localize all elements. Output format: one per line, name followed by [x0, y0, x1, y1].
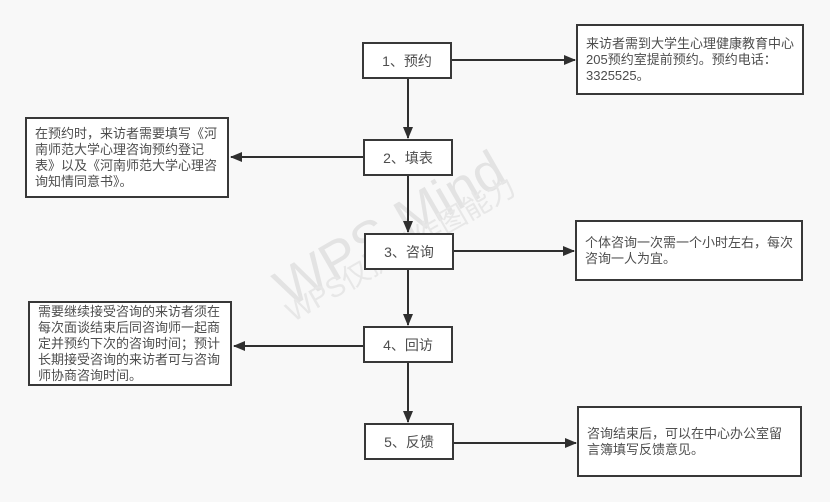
flow-step-label: 2、填表	[383, 149, 433, 166]
flow-step-fill-form: 2、填表	[363, 139, 453, 176]
note-consultation-detail: 个体咨询一次需一个小时左右，每次咨询一人为宜。	[575, 220, 803, 281]
note-feedback-detail: 咨询结束后，可以在中心办公室留言簿填写反馈意见。	[577, 406, 802, 477]
note-text: 在预约时，来访者需要填写《河南师范大学心理咨询预约登记表》以及《河南师范大学心理…	[35, 125, 218, 189]
flow-step-feedback: 5、反馈	[364, 423, 454, 460]
note-text: 个体咨询一次需一个小时左右，每次咨询一人为宜。	[585, 234, 794, 266]
note-appointment-detail: 来访者需到大学生心理健康教育中心205预约室提前预约。预约电话：3325525。	[576, 24, 804, 95]
flow-step-follow-up: 4、回访	[363, 326, 453, 363]
note-text: 咨询结束后，可以在中心办公室留言簿填写反馈意见。	[587, 425, 783, 457]
flow-step-appointment: 1、预约	[362, 42, 452, 79]
note-fill-form-detail: 在预约时，来访者需要填写《河南师范大学心理咨询预约登记表》以及《河南师范大学心理…	[25, 117, 229, 198]
flow-step-label: 3、咨询	[384, 243, 434, 260]
flow-step-consultation: 3、咨询	[364, 233, 454, 270]
flow-step-label: 4、回访	[383, 336, 433, 353]
note-text: 来访者需到大学生心理健康教育中心205预约室提前预约。预约电话：3325525。	[586, 35, 795, 83]
flow-step-label: 5、反馈	[384, 433, 434, 450]
note-text: 需要继续接受咨询的来访者须在每次面谈结束后同咨询师一起商定并预约下次的咨询时间；…	[38, 303, 221, 383]
flow-step-label: 1、预约	[382, 52, 432, 69]
note-follow-up-detail: 需要继续接受咨询的来访者须在每次面谈结束后同咨询师一起商定并预约下次的咨询时间；…	[28, 301, 232, 386]
